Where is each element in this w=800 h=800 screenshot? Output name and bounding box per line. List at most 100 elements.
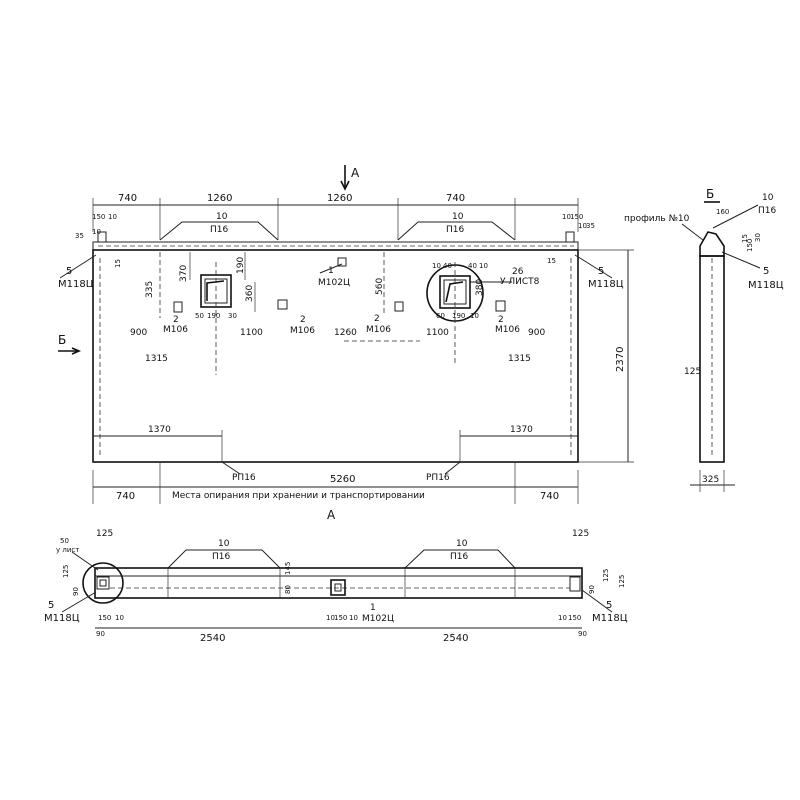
svg-text:1: 1 (328, 266, 334, 276)
svg-text:125: 125 (684, 367, 701, 377)
svg-text:10: 10 (108, 213, 117, 221)
window-opening-right (426, 262, 484, 365)
top-lug-left (97, 231, 107, 243)
insert-right (495, 300, 506, 312)
svg-text:10: 10 (762, 193, 774, 203)
insert-mid (277, 299, 288, 310)
part-label-right: M118Ц (588, 279, 624, 290)
svg-text:125: 125 (572, 529, 589, 539)
svg-text:335: 335 (145, 281, 155, 298)
plan-sheet-label: у лист (56, 546, 79, 554)
svg-text:2540: 2540 (443, 633, 468, 644)
svg-text:60: 60 (436, 312, 445, 320)
insert-mid2 (394, 301, 404, 312)
svg-text:5: 5 (763, 266, 769, 277)
support-caption: Места опирания при хранении и транспорти… (172, 491, 425, 501)
svg-text:10: 10 (456, 539, 468, 549)
svg-text:740: 740 (116, 491, 135, 502)
svg-text:560: 560 (375, 278, 385, 295)
svg-text:90: 90 (588, 585, 596, 594)
svg-text:90: 90 (578, 630, 587, 638)
svg-text:2: 2 (173, 315, 179, 325)
svg-text:150: 150 (334, 614, 347, 622)
lifting-anchor-right: РП16 (426, 473, 450, 483)
svg-text:2: 2 (300, 315, 306, 325)
dim-top-1: 740 (118, 193, 137, 204)
svg-text:10: 10 (326, 614, 335, 622)
insert-label-right: M106 (495, 325, 520, 335)
svg-text:145: 145 (284, 562, 292, 575)
svg-text:80: 80 (284, 585, 292, 594)
svg-text:30: 30 (754, 233, 762, 242)
svg-text:26: 26 (512, 267, 524, 277)
svg-text:1100: 1100 (240, 328, 263, 338)
svg-text:30: 30 (228, 312, 237, 320)
svg-text:900: 900 (528, 328, 545, 338)
insert-label-mid: M106 (290, 326, 315, 336)
svg-text:10: 10 (349, 614, 358, 622)
plan-detail-right (569, 576, 581, 592)
arrowhead-icon (340, 180, 350, 191)
svg-text:125: 125 (618, 575, 626, 588)
svg-text:15: 15 (547, 257, 556, 265)
svg-text:125: 125 (62, 565, 70, 578)
insert-label-left: M106 (163, 325, 188, 335)
svg-text:150: 150 (570, 213, 583, 221)
side-view: Б 10 П16 профиль №10 160 15 150 30 5 M11… (624, 187, 784, 492)
svg-text:10: 10 (452, 212, 464, 222)
view-mark-left: Б (58, 333, 66, 347)
svg-text:10: 10 (216, 212, 228, 222)
profile-label: профиль №10 (624, 214, 690, 224)
svg-text:160: 160 (716, 208, 729, 216)
section-mark-bottom: A (327, 508, 336, 522)
svg-text:10: 10 (92, 228, 101, 236)
svg-text:150: 150 (746, 239, 754, 252)
svg-text:15: 15 (114, 259, 122, 268)
side-top-profile (699, 231, 725, 257)
plan-loop-label-left: П16 (212, 552, 230, 562)
part-label-window: У ЛИСТ8 (500, 277, 540, 287)
svg-text:10: 10 (562, 213, 571, 221)
svg-text:5: 5 (48, 600, 54, 611)
plan-center-label: M102Ц (362, 614, 394, 624)
part-label-left: M118Ц (58, 279, 94, 290)
svg-text:40: 40 (443, 262, 452, 270)
svg-text:10: 10 (432, 262, 441, 270)
panel-outline (92, 249, 579, 463)
svg-text:150: 150 (92, 213, 105, 221)
arrowhead-icon (71, 347, 82, 355)
svg-text:90: 90 (72, 587, 80, 596)
side-panel-outline (699, 255, 725, 463)
svg-text:150: 150 (98, 614, 111, 622)
svg-text:1370: 1370 (510, 425, 533, 435)
svg-text:740: 740 (540, 491, 559, 502)
svg-text:10: 10 (218, 539, 230, 549)
svg-text:50: 50 (60, 537, 69, 545)
svg-text:5: 5 (66, 266, 72, 277)
view-mark-side: Б (706, 187, 714, 201)
plan-view: 10 П16 10 П16 145 80 125 50 у лист 125 9… (44, 529, 628, 644)
loop-label-right: П16 (446, 225, 464, 235)
section-mark-top: A (351, 166, 360, 180)
svg-text:40: 40 (468, 262, 477, 270)
loop-label-left: П16 (210, 225, 228, 235)
svg-text:1: 1 (370, 603, 376, 613)
window-opening-left (200, 262, 232, 375)
svg-text:35: 35 (586, 222, 595, 230)
svg-text:325: 325 (702, 475, 719, 485)
svg-text:2: 2 (374, 314, 380, 324)
svg-text:1370: 1370 (148, 425, 171, 435)
svg-text:10: 10 (558, 614, 567, 622)
plan-detail-left (82, 562, 124, 604)
svg-text:360: 360 (245, 285, 255, 302)
plan-center-insert (330, 579, 346, 596)
svg-text:125: 125 (96, 529, 113, 539)
svg-text:5: 5 (606, 600, 612, 611)
svg-text:5: 5 (598, 266, 604, 277)
svg-text:150: 150 (568, 614, 581, 622)
svg-text:900: 900 (130, 328, 147, 338)
insert-left (173, 301, 183, 313)
dim-top-4: 740 (446, 193, 465, 204)
plan-outline (94, 567, 583, 599)
